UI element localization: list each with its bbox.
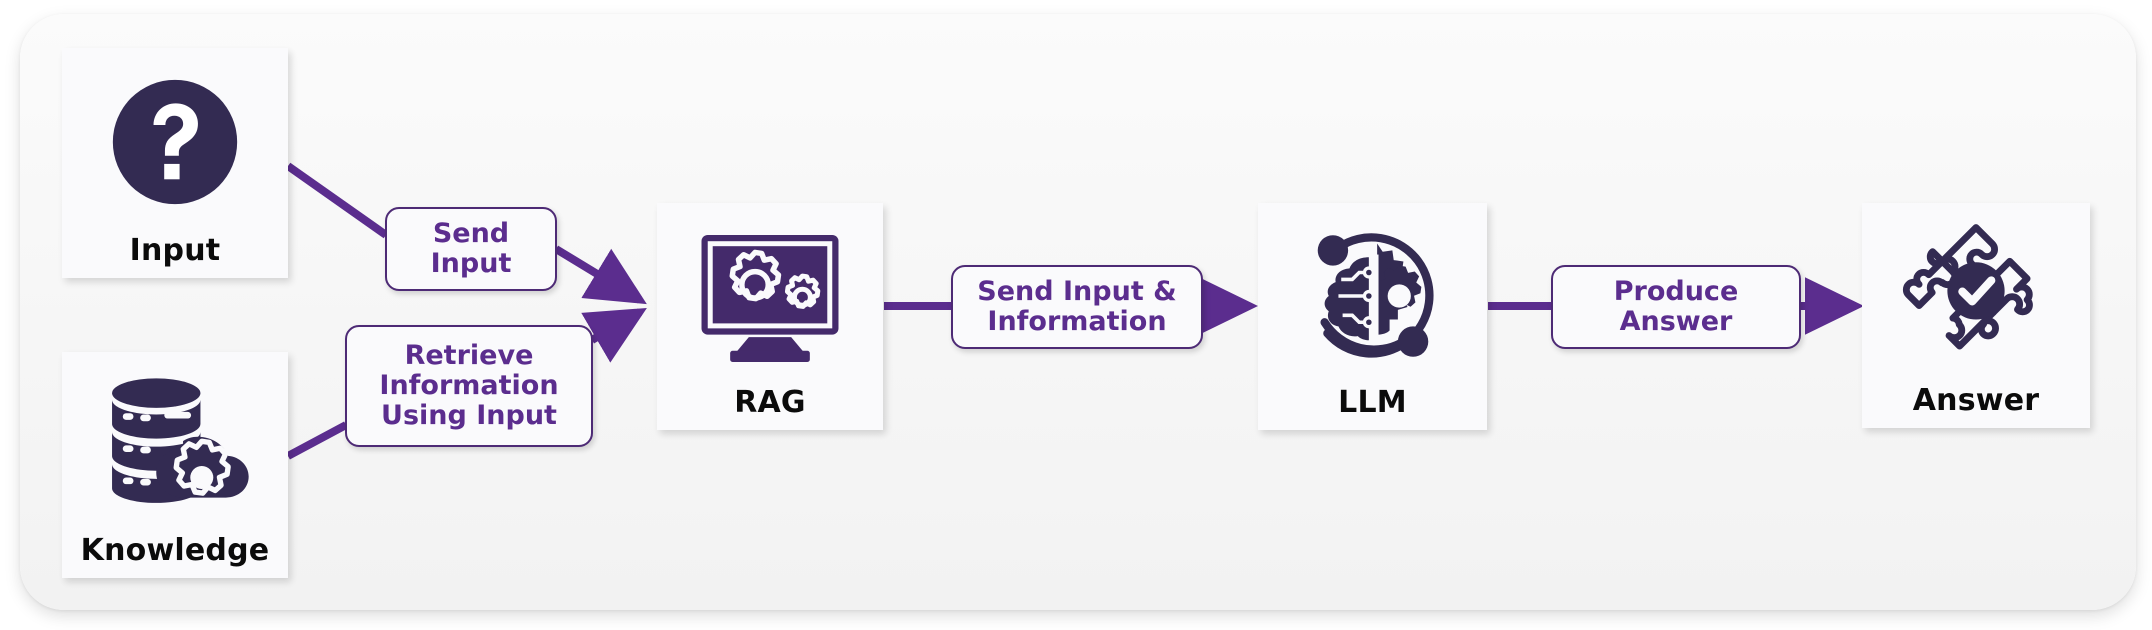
node-knowledge-label: Knowledge — [80, 533, 270, 568]
puzzle-check-icon — [1862, 203, 2090, 386]
node-knowledge[interactable]: Knowledge — [62, 352, 288, 578]
edge-label-retrieve-line-3: Using Input — [381, 400, 557, 432]
node-answer-label: Answer — [1912, 383, 2040, 418]
edge-label-send-input-line-1: Send — [432, 217, 510, 249]
edge-label-send-input[interactable]: Send Input — [385, 207, 557, 291]
edge-label-send-input-information[interactable]: Send Input & Information — [951, 265, 1203, 349]
node-rag-label: RAG — [734, 385, 806, 420]
node-rag[interactable]: RAG — [657, 203, 883, 430]
question-mark-circle-icon — [62, 48, 288, 236]
database-gear-icon — [62, 352, 288, 536]
edge-label-produce-line-1: Produce — [1613, 275, 1739, 307]
monitor-gears-icon — [657, 203, 883, 388]
edge-label-send-info-line-1: Send Input & — [977, 275, 1177, 307]
edge-label-retrieve-line-2: Information — [379, 369, 559, 401]
edge-label-produce-answer[interactable]: Produce Answer — [1551, 265, 1801, 349]
node-answer[interactable]: Answer — [1862, 203, 2090, 428]
edge-label-retrieve-line-1: Retrieve — [404, 339, 534, 371]
edge-label-retrieve-information[interactable]: Retrieve Information Using Input — [345, 325, 593, 447]
edge-label-send-input-line-2: Input — [430, 248, 512, 279]
edge-label-produce-line-2: Answer — [1619, 306, 1733, 337]
node-input-label: Input — [129, 233, 221, 268]
brain-gear-circuit-icon — [1258, 203, 1487, 388]
edge-label-send-info-line-2: Information — [987, 306, 1167, 337]
node-input[interactable]: Input — [62, 48, 288, 278]
node-llm[interactable]: LLM — [1258, 203, 1487, 430]
node-llm-label: LLM — [1338, 385, 1407, 420]
